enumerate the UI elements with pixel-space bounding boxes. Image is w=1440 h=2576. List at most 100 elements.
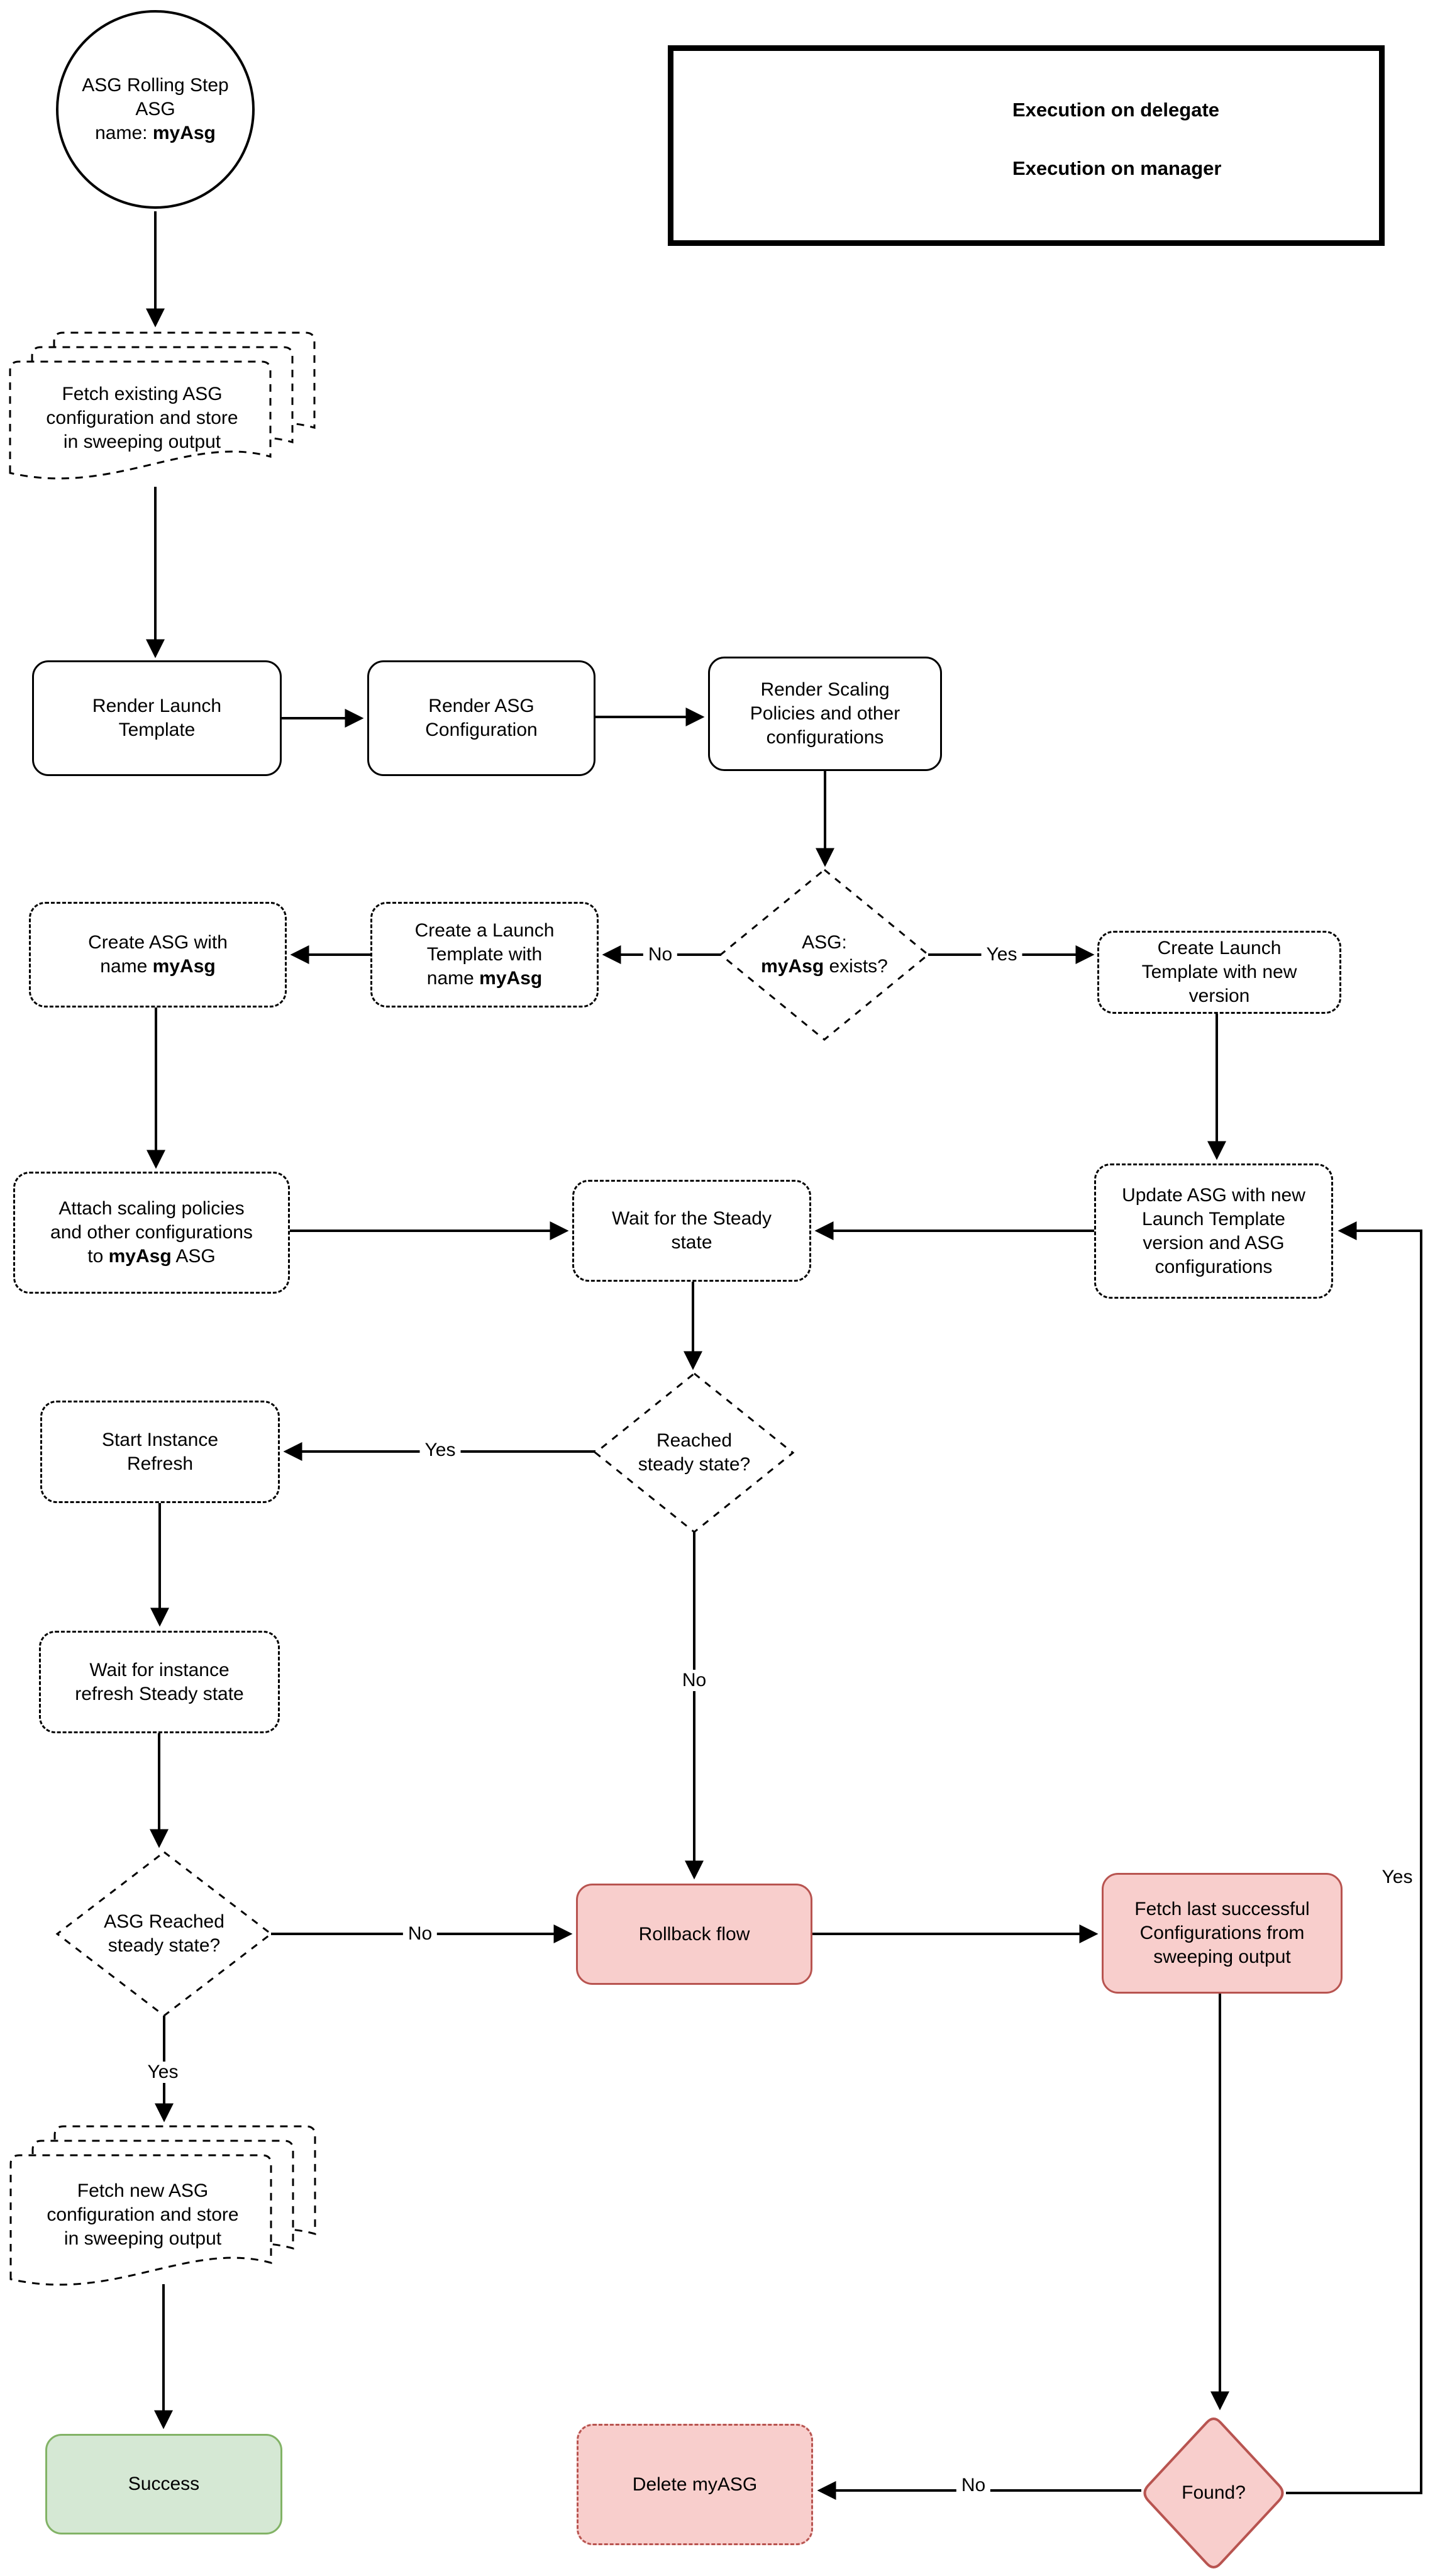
edge-label-yes: Yes — [1376, 1867, 1418, 1888]
success-node: Success — [45, 2434, 282, 2534]
edge-label-yes: Yes — [142, 2062, 184, 2083]
line: to myAsg ASG — [87, 1245, 215, 1269]
line: Attach scaling policies — [58, 1198, 245, 1219]
line: Render ASG — [428, 696, 534, 716]
line: Fetch existing ASG — [62, 384, 223, 404]
reached-steady-diamond-shape — [594, 1372, 795, 1533]
start-node: ASG Rolling Step ASG name: myAsg — [56, 10, 255, 209]
edge-label-no: No — [402, 1923, 438, 1945]
line: name myAsg — [100, 955, 215, 979]
line: ASG Rolling Step — [82, 75, 229, 96]
line-part: name — [100, 956, 153, 977]
line: Render Launch — [92, 696, 222, 716]
legend-box — [668, 45, 1385, 246]
fetch-existing-doc-shape — [9, 331, 316, 480]
edge-label-no: No — [677, 1670, 712, 1691]
line: name myAsg — [427, 967, 542, 991]
line: ASG: — [802, 932, 847, 953]
update-asg-node: Update ASG with new Launch Template vers… — [1094, 1163, 1333, 1299]
line: Create ASG with — [88, 932, 228, 953]
start-instance-refresh-node: Start Instance Refresh — [40, 1401, 280, 1503]
render-launch-template-node: Render Launch Template — [32, 660, 282, 776]
edge-label-no: No — [643, 944, 678, 965]
line: Policies and other — [750, 703, 900, 724]
asg-reached-diamond-shape — [55, 1851, 273, 2017]
line: Template with new — [1141, 962, 1297, 982]
line: Delete myASG — [632, 2473, 758, 2495]
line: Start Instance — [101, 1429, 219, 1450]
create-asg-node: Create ASG with name myAsg — [29, 902, 287, 1008]
line-part: name: — [95, 123, 153, 143]
line: in sweeping output — [64, 2228, 222, 2249]
line: Found? — [1182, 2482, 1246, 2503]
create-launch-template-new-version-node: Create Launch Template with new version — [1097, 931, 1341, 1014]
fetch-last-configurations-node: Fetch last successful Configurations fro… — [1102, 1873, 1343, 1994]
line: Create Launch — [1157, 938, 1282, 958]
line: Fetch new ASG — [77, 2180, 209, 2201]
line: Template with — [426, 944, 543, 965]
line: Refresh — [126, 1453, 194, 1474]
line: steady state? — [108, 1935, 221, 1956]
line: Wait for instance — [89, 1659, 230, 1680]
line: version — [1188, 985, 1250, 1006]
line: Configurations from — [1139, 1923, 1305, 1943]
delete-myasg-node: Delete myASG — [577, 2424, 813, 2545]
render-scaling-policies-node: Render Scaling Policies and other config… — [708, 657, 942, 771]
line: in sweeping output — [63, 431, 221, 452]
line: configuration and store — [47, 2204, 239, 2225]
asg-reached-decision-node: ASG Reached steady state? — [70, 1884, 258, 1984]
fetch-new-doc-node: Fetch new ASG configuration and store in… — [17, 2162, 269, 2268]
line: Launch Template — [1142, 1208, 1285, 1230]
reached-steady-decision-node: Reached steady state? — [600, 1402, 789, 1503]
edge-label-no: No — [956, 2475, 991, 2496]
found-diamond-shape — [1143, 2418, 1284, 2568]
line-part-bold: myAsg — [152, 956, 216, 977]
found-decision-node: Found? — [1151, 2443, 1277, 2543]
fetch-existing-doc-node: Fetch existing ASG configuration and sto… — [16, 368, 268, 469]
line: configurations — [766, 727, 884, 748]
render-asg-configuration-node: Render ASG Configuration — [367, 660, 595, 776]
line: Success — [128, 2473, 200, 2494]
line: Wait for the Steady — [611, 1208, 772, 1229]
line: Fetch last successful — [1134, 1899, 1310, 1919]
line: Configuration — [425, 719, 538, 740]
line-part: name — [426, 968, 480, 989]
line: state — [671, 1232, 712, 1253]
line: Create a Launch — [414, 920, 555, 941]
line: Render Scaling — [760, 679, 890, 700]
line-part-bold: myAsg — [108, 1246, 172, 1267]
line-part: exists? — [824, 956, 888, 977]
line: ASG — [135, 99, 175, 119]
line-part: to — [87, 1246, 109, 1267]
edge-label-yes: Yes — [981, 944, 1022, 965]
line: configuration and store — [46, 408, 238, 428]
wait-steady-state-node: Wait for the Steady state — [572, 1180, 811, 1282]
line: Template — [118, 719, 196, 740]
line: ASG Reached — [104, 1911, 224, 1932]
line: Rollback flow — [638, 1923, 750, 1945]
line: refresh Steady state — [75, 1683, 244, 1704]
attach-scaling-policies-node: Attach scaling policies and other config… — [13, 1172, 290, 1294]
line: Update ASG with new — [1122, 1184, 1305, 1206]
line-part-bold: myAsg — [761, 956, 824, 977]
edge-label-yes: Yes — [419, 1440, 461, 1461]
legend-manager-label: Execution on manager — [1012, 157, 1222, 179]
line-part-bold: myAsg — [152, 123, 216, 143]
wait-instance-refresh-node: Wait for instance refresh Steady state — [39, 1631, 280, 1733]
create-launch-template-named-node: Create a Launch Template with name myAsg — [370, 902, 599, 1008]
line: Reached — [656, 1430, 733, 1451]
line: configurations — [1155, 1256, 1273, 1277]
line: steady state? — [638, 1454, 751, 1475]
fetch-new-doc-shape — [9, 2125, 316, 2286]
line: myAsg exists? — [761, 955, 888, 979]
legend-delegate-label: Execution on delegate — [1012, 99, 1220, 121]
line: and other configurations — [50, 1222, 253, 1243]
rollback-flow-node: Rollback flow — [576, 1884, 812, 1985]
asg-exists-diamond-shape — [719, 869, 930, 1041]
asg-exists-decision-node: ASG: myAsg exists? — [730, 904, 919, 1005]
line: name: myAsg — [95, 121, 216, 145]
line: sweeping output — [1153, 1946, 1291, 1967]
line: version and ASG — [1143, 1232, 1285, 1253]
